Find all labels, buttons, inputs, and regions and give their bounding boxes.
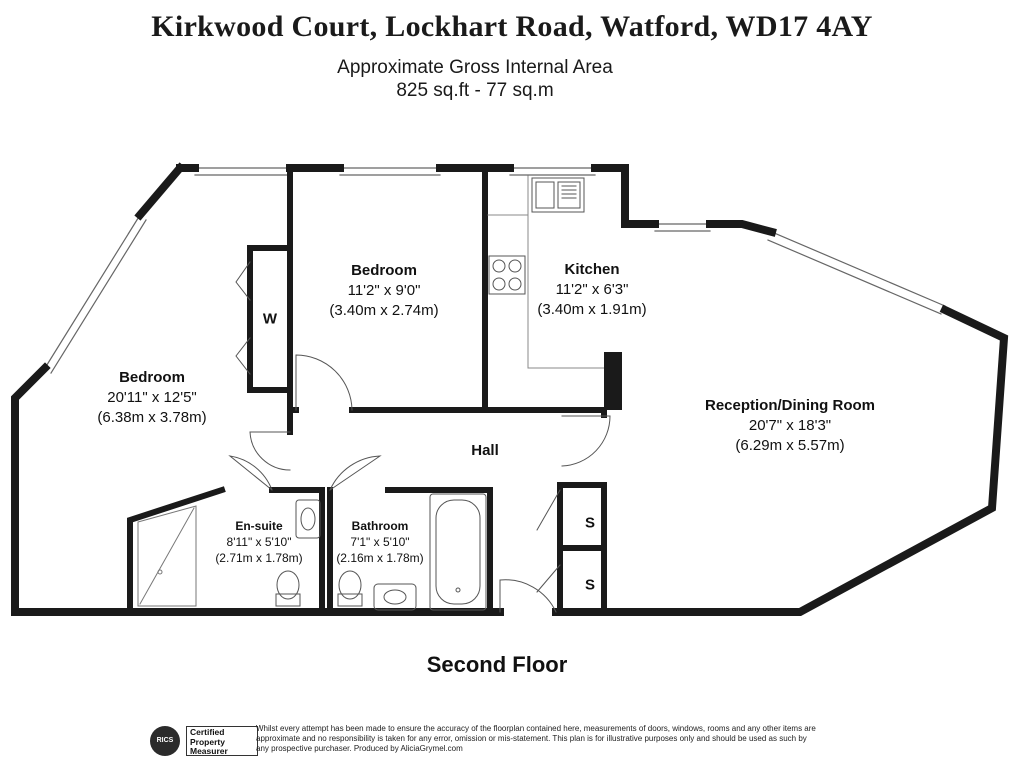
interior-walls	[127, 165, 607, 615]
footer: RICS Certified Property Measurer Whilst …	[150, 724, 816, 760]
bathroom-basin	[373, 583, 417, 611]
bathroom-bath	[429, 493, 487, 611]
ensuite-toilet	[275, 570, 301, 607]
kitchen-hob	[488, 255, 526, 295]
wardrobe-label: W	[262, 310, 278, 328]
rics-logo: RICS	[150, 726, 180, 756]
kitchen-sink	[531, 177, 585, 213]
bathroom-toilet	[337, 570, 363, 607]
room-label-reception: Reception/Dining Room 20'7" x 18'3" (6.2…	[705, 397, 875, 454]
ensuite-basin	[295, 499, 321, 539]
gross-internal-area: Approximate Gross Internal Area 825 sq.f…	[0, 56, 950, 102]
room-label-kitchen: Kitchen 11'2" x 6'3" (3.40m x 1.91m)	[537, 261, 647, 318]
floor-label: Second Floor	[426, 652, 568, 677]
ensuite-shower	[137, 505, 197, 607]
room-label-bathroom: Bathroom 7'1" x 5'10" (2.16m x 1.78m)	[336, 519, 424, 565]
door-swings	[228, 354, 611, 613]
room-label-ensuite: En-suite 8'11" x 5'10" (2.71m x 1.78m)	[215, 519, 303, 565]
disclaimer-text: Whilst every attempt has been made to en…	[256, 724, 816, 753]
storage-label-lower: S	[584, 576, 596, 594]
kitchen-counter	[487, 175, 605, 369]
window-glazing	[44, 167, 946, 374]
wardrobe-doors	[235, 261, 251, 375]
certified-measurer-badge: Certified Property Measurer	[186, 726, 258, 756]
kitchen-pillar	[604, 352, 622, 410]
area-caption: Approximate Gross Internal Area	[337, 57, 613, 78]
room-label-bedroom-main: Bedroom 20'11" x 12'5" (6.38m x 3.78m)	[97, 369, 207, 426]
room-label-hall: Hall	[471, 442, 499, 459]
area-value: 825 sq.ft - 77 sq.m	[396, 80, 554, 101]
storage-label-upper: S	[584, 514, 596, 532]
exterior-walls	[11, 162, 1009, 616]
property-address-title: Kirkwood Court, Lockhart Road, Watford, …	[151, 10, 873, 43]
room-label-bedroom-second: Bedroom 11'2" x 9'0" (3.40m x 2.74m)	[329, 262, 439, 319]
